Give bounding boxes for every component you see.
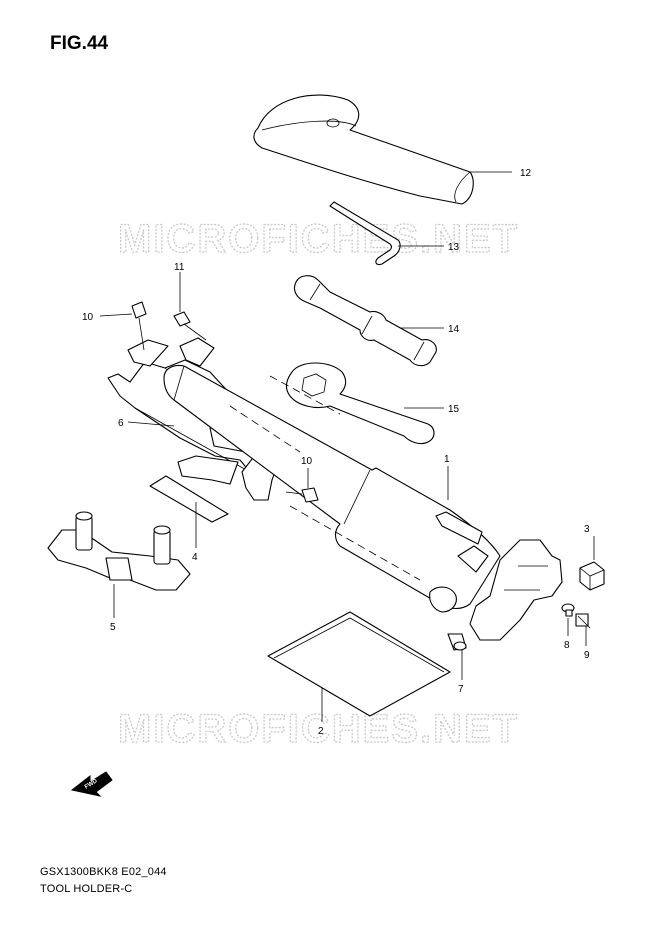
rubber-strip-part xyxy=(149,475,229,523)
bolt-7-part xyxy=(447,633,467,651)
tool-bag-part xyxy=(253,94,474,205)
callout-2: 2 xyxy=(318,726,324,737)
tool-holder-case-part xyxy=(163,364,501,613)
lower-bracket-part xyxy=(47,511,191,591)
callout-1: 1 xyxy=(444,454,450,465)
watermark-bottom: MICROFICHES.NET xyxy=(118,707,519,751)
figure-title: FIG.44 xyxy=(50,33,109,54)
footer-diagram-name: TOOL HOLDER-C xyxy=(40,883,133,895)
cushion-block-part xyxy=(579,561,605,591)
leader-lines xyxy=(99,171,595,722)
owner-manual-sheet-part xyxy=(267,611,451,717)
hex-key-part xyxy=(329,201,401,266)
callout-10-upper: 10 xyxy=(82,312,94,323)
screw-11-part xyxy=(173,311,207,341)
callout-6: 6 xyxy=(118,418,124,429)
callout-15: 15 xyxy=(448,404,460,415)
callout-13: 13 xyxy=(448,242,460,253)
bolt-10-lower-part xyxy=(285,487,319,503)
callout-10-lower: 10 xyxy=(301,456,313,467)
callout-5: 5 xyxy=(110,622,116,633)
callout-12: 12 xyxy=(520,168,532,179)
ring-spanner-part xyxy=(285,362,435,445)
callout-14: 14 xyxy=(448,324,460,335)
screw-9-part xyxy=(575,613,591,629)
callout-4: 4 xyxy=(192,552,198,563)
callout-9: 9 xyxy=(584,650,590,661)
watermark-top: MICROFICHES.NET xyxy=(118,217,519,261)
callout-3: 3 xyxy=(584,524,590,535)
latch-assembly-part xyxy=(469,539,563,641)
fwd-arrow-icon: FWD xyxy=(70,771,113,797)
callout-8: 8 xyxy=(564,640,570,651)
socket-wrench-part xyxy=(293,275,437,367)
callout-7: 7 xyxy=(458,684,464,695)
bolt-10-upper-part xyxy=(131,301,147,351)
screw-8-part xyxy=(561,603,575,617)
callout-11: 11 xyxy=(174,262,185,273)
footer-model-code: GSX1300BKK8 E02_044 xyxy=(40,866,167,878)
